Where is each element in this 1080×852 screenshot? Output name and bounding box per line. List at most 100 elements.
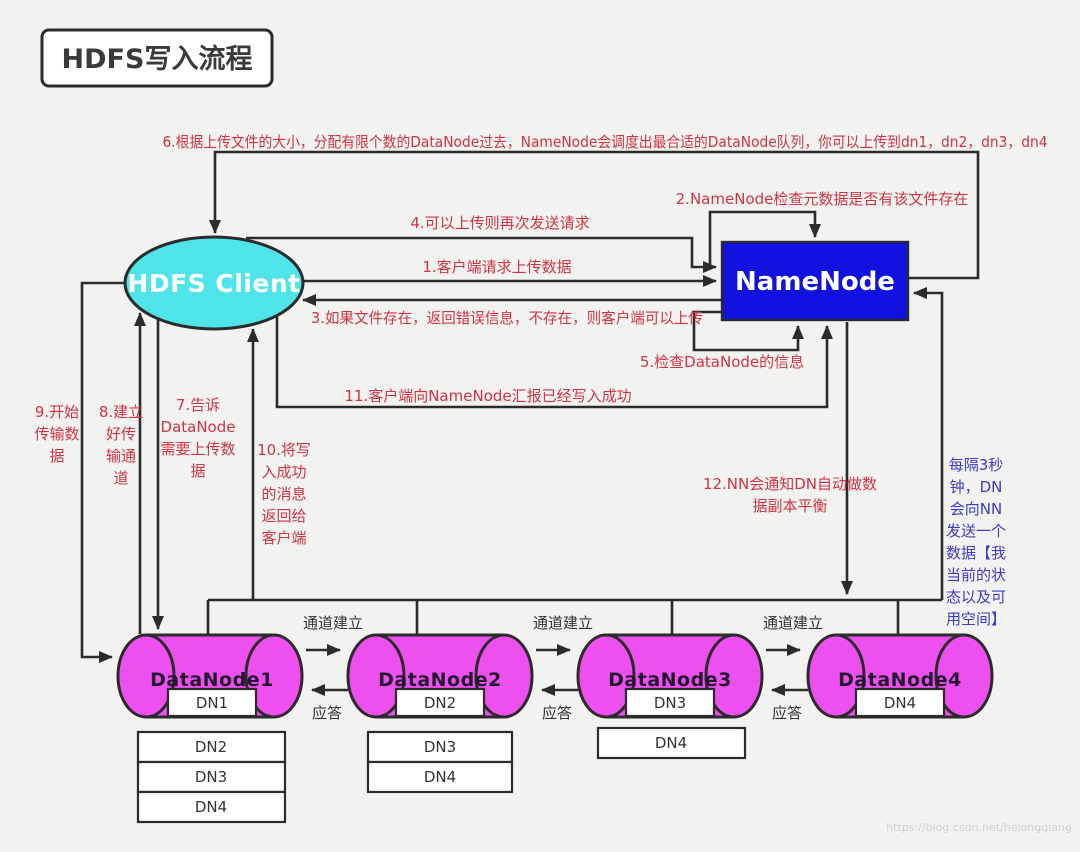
datanode2-block-label: DN2 xyxy=(424,694,456,712)
ack-label-3: 应答 xyxy=(772,704,802,722)
svg-text:8.建立: 8.建立 xyxy=(99,403,143,421)
table-row xyxy=(136,760,287,794)
svg-text:12.NN会通知DN自动做数: 12.NN会通知DN自动做数 xyxy=(703,475,877,493)
arrow-step-6 xyxy=(209,150,980,280)
step-11-label: 11.客户端向NameNode汇报已经写入成功 xyxy=(344,387,631,405)
step-4-label: 4.可以上传则再次发送请求 xyxy=(410,214,589,232)
table-row xyxy=(366,760,514,794)
replica-table-datanode3: DN4 xyxy=(596,726,747,760)
cylinder-cap xyxy=(346,633,406,719)
channel-label-1: 通道建立 xyxy=(303,614,363,632)
arrow-step-11 xyxy=(275,316,833,409)
svg-text:DataNode: DataNode xyxy=(161,418,236,436)
cylinder-cap xyxy=(474,633,534,719)
replica-cell: DN4 xyxy=(195,798,227,816)
step-9-label: 9.开始 传输数 据 xyxy=(34,403,79,465)
svg-text:7.告诉: 7.告诉 xyxy=(176,396,220,414)
svg-text:返回给: 返回给 xyxy=(261,507,306,525)
namenode-label: NameNode xyxy=(735,267,895,297)
title-box: HDFS写入流程 xyxy=(40,28,274,88)
svg-text:钟，DN: 钟，DN xyxy=(950,478,1003,496)
svg-text:发送一个: 发送一个 xyxy=(946,522,1006,540)
step-2-label: 2.NameNode检查元数据是否有该文件存在 xyxy=(676,190,969,208)
ack-label-2: 应答 xyxy=(542,704,572,722)
table-row xyxy=(596,726,747,760)
ack-label-1: 应答 xyxy=(312,704,342,722)
cylinder-cap xyxy=(806,633,866,719)
replica-table-datanode2: DN3 DN4 xyxy=(366,730,514,794)
svg-text:输通: 输通 xyxy=(106,447,136,465)
table-row xyxy=(366,730,514,764)
step-5-label: 5.检查DataNode的信息 xyxy=(640,353,804,371)
svg-text:需要上传数: 需要上传数 xyxy=(160,440,235,458)
arrow-step-5 xyxy=(692,310,804,352)
block-box xyxy=(394,687,486,718)
namenode-shape xyxy=(720,240,910,322)
hdfs-client-node: HDFS Client xyxy=(123,235,305,331)
pipeline-labels: 通道建立 通道建立 通道建立 应答 应答 应答 xyxy=(303,614,823,722)
datanode2-label: DataNode2 xyxy=(378,669,502,691)
datanode3-node: DataNode3 DN3 xyxy=(576,633,764,719)
svg-text:据: 据 xyxy=(49,447,64,465)
svg-text:会向NN: 会向NN xyxy=(950,500,1002,518)
svg-text:用空间】: 用空间】 xyxy=(946,610,1006,628)
table-row xyxy=(136,790,287,824)
step-6-label: 6.根据上传文件的大小，分配有限个数的DataNode过去，NameNode会调… xyxy=(163,133,1048,151)
cylinder-cap xyxy=(704,633,764,719)
channel-label-2: 通道建立 xyxy=(533,614,593,632)
hdfs-client-label: HDFS Client xyxy=(127,269,300,298)
cylinder-cap xyxy=(576,633,636,719)
step-12-label: 12.NN会通知DN自动做数 据副本平衡 xyxy=(703,475,877,515)
arrow-step-2 xyxy=(708,210,821,266)
svg-text:9.开始: 9.开始 xyxy=(35,403,79,421)
datanode4-label: DataNode4 xyxy=(838,669,962,691)
svg-text:态以及可: 态以及可 xyxy=(946,588,1006,606)
step-annotations: 6.根据上传文件的大小，分配有限个数的DataNode过去，NameNode会调… xyxy=(34,133,1047,628)
svg-text:据副本平衡: 据副本平衡 xyxy=(752,497,827,515)
datanode2-node: DataNode2 DN2 xyxy=(346,633,534,719)
heartbeat-note: 每隔3秒 钟，DN 会向NN 发送一个 数据【我 当前的状 态以及可 用空间】 xyxy=(946,456,1006,628)
datanode4-node: DataNode4 DN4 xyxy=(806,633,994,719)
svg-text:每隔3秒: 每隔3秒 xyxy=(949,456,1004,474)
cylinder-cap xyxy=(934,633,994,719)
namenode-node: NameNode xyxy=(720,240,910,322)
replica-cell: DN2 xyxy=(195,738,227,756)
datanode1-block-label: DN1 xyxy=(196,694,228,712)
svg-text:据: 据 xyxy=(190,462,205,480)
svg-text:当前的状: 当前的状 xyxy=(946,566,1006,584)
block-box xyxy=(854,687,946,718)
step-3-label: 3.如果文件存在，返回错误信息，不存在，则客户端可以上传 xyxy=(311,309,703,327)
watermark: https://blog.csdn.net/helongqiang xyxy=(886,821,1072,834)
svg-text:好传: 好传 xyxy=(106,425,136,443)
svg-text:入成功: 入成功 xyxy=(261,463,306,481)
replica-table-datanode1: DN2 DN3 DN4 xyxy=(136,730,287,824)
step-1-label: 1.客户端请求上传数据 xyxy=(422,258,571,276)
replica-cell: DN4 xyxy=(655,734,687,752)
cylinder-cap xyxy=(244,633,304,719)
channel-label-3: 通道建立 xyxy=(763,614,823,632)
arrow-step-9 xyxy=(80,281,126,663)
replica-cell: DN4 xyxy=(424,768,456,786)
step-7-label: 7.告诉 DataNode 需要上传数 据 xyxy=(160,396,235,480)
block-box xyxy=(166,687,258,718)
datanode4-block-label: DN4 xyxy=(884,694,916,712)
datanode1-node: DataNode1 DN1 xyxy=(116,633,304,719)
replica-cell: DN3 xyxy=(424,738,456,756)
svg-text:的消息: 的消息 xyxy=(261,485,306,503)
page-title: HDFS写入流程 xyxy=(62,44,253,75)
svg-text:10.将写: 10.将写 xyxy=(257,441,311,459)
arrow-step-4 xyxy=(246,236,717,273)
svg-text:数据【我: 数据【我 xyxy=(946,544,1006,562)
step-10-label: 10.将写 入成功 的消息 返回给 客户端 xyxy=(257,441,311,547)
arrow-heartbeat xyxy=(913,287,944,600)
svg-text:道: 道 xyxy=(113,469,128,487)
hdfs-client-shape xyxy=(123,235,305,331)
datanode3-block-label: DN3 xyxy=(654,694,686,712)
replica-cell: DN3 xyxy=(195,768,227,786)
title-box-frame xyxy=(40,28,274,88)
datanode1-label: DataNode1 xyxy=(150,669,274,691)
step-8-label: 8.建立 好传 输通 道 xyxy=(99,403,143,487)
svg-text:传输数: 传输数 xyxy=(34,425,79,443)
datanode3-label: DataNode3 xyxy=(608,669,732,691)
